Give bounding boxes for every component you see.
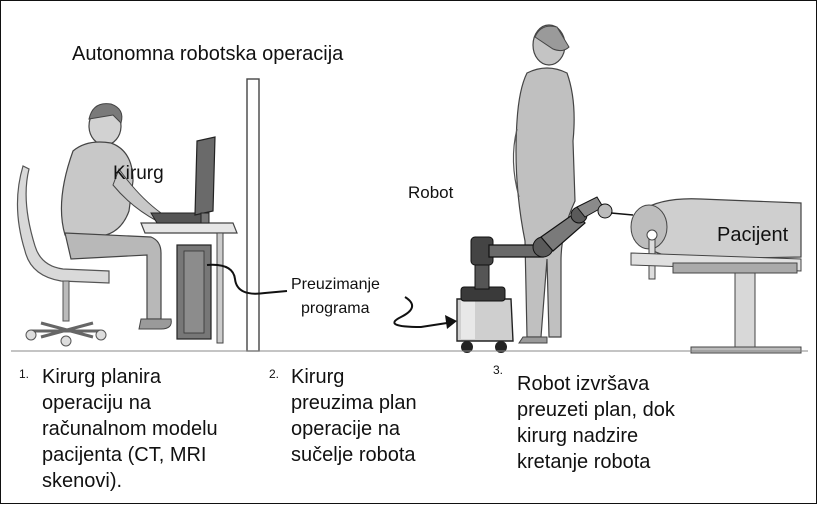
transfer-label-line1: Preuzimanje (291, 276, 380, 293)
step-1-line: skenovi). (42, 470, 123, 492)
step-2-line: operacije na (291, 418, 400, 440)
step-2-line: Kirurg (291, 366, 345, 388)
step-1-line: operaciju na (42, 392, 151, 414)
step-3-line: kirurg nadzire (517, 425, 639, 447)
standing-surgeon-illustration (512, 24, 576, 344)
step-3-text: Robot izvršava preuzeti plan, dok kirurg… (517, 371, 675, 475)
step-2-line: sučelje robota (291, 444, 416, 466)
diagram-title: Autonomna robotska operacija (72, 43, 344, 65)
step-2-text: Kirurg preuzima plan operacije na sučelj… (291, 364, 417, 468)
step-3-line: Robot izvršava (517, 373, 650, 395)
step-1-line: pacijenta (CT, MRI (42, 444, 207, 466)
robot-illustration (456, 196, 634, 353)
step-1-line: računalnom modelu (42, 418, 218, 440)
surgeon-workstation-illustration (16, 78, 288, 352)
step-2-line: preuzima plan (291, 392, 417, 414)
transfer-arrow (393, 296, 457, 329)
step-3-line: kretanje robota (517, 451, 651, 473)
step-3-number: 3. (493, 363, 504, 377)
transfer-label-line2: programa (301, 300, 370, 317)
step-3-line: preuzeti plan, dok (517, 399, 675, 421)
step-1-text: Kirurg planira operaciju na računalnom m… (42, 364, 218, 494)
step-2-number: 2. (269, 367, 280, 381)
robot-label: Robot (408, 183, 454, 202)
step-1-line: Kirurg planira (42, 366, 161, 388)
surgeon-label: Kirurg (113, 163, 164, 184)
patient-label: Pacijent (717, 224, 789, 246)
patient-illustration (630, 198, 802, 354)
step-1-number: 1. (19, 367, 30, 381)
